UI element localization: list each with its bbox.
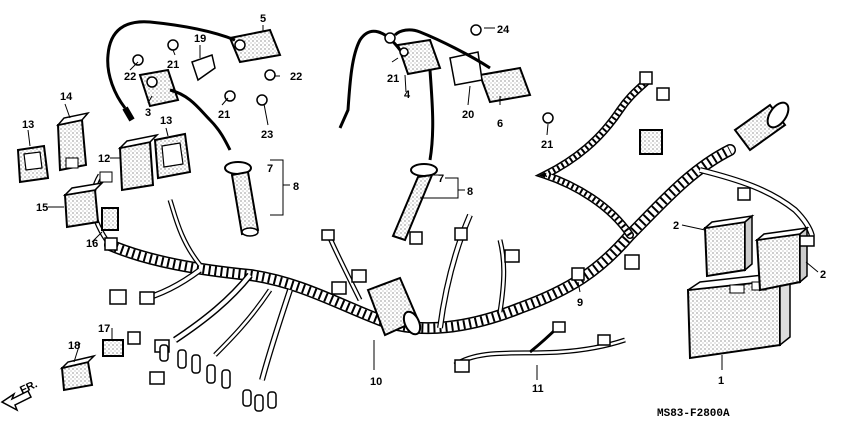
front-direction-label: FR.	[18, 378, 39, 396]
callout-17: 17	[98, 323, 110, 335]
socket-13-left	[16, 144, 50, 184]
callout-8: 8	[467, 186, 473, 198]
callout-3: 3	[145, 107, 151, 119]
bolt-fasteners	[132, 24, 554, 124]
callout-24: 24	[497, 24, 510, 36]
center-connector-body	[321, 227, 585, 337]
callout-7: 7	[267, 163, 273, 175]
sub-harness-connector	[454, 359, 470, 373]
callout-12: 12	[98, 153, 110, 165]
callout-16: 16	[86, 238, 98, 250]
callout-10: 10	[370, 376, 382, 388]
front-direction-arrow: FR.	[0, 378, 39, 412]
callout-4: 4	[404, 89, 411, 101]
callout-20: 20	[462, 109, 474, 121]
callout-6: 6	[497, 118, 503, 130]
ignition-coil-left	[138, 68, 232, 151]
callout-13: 13	[160, 115, 172, 127]
ecu-unit	[686, 270, 793, 360]
leader-lines	[27, 25, 819, 380]
main-connector-top-right	[624, 71, 815, 270]
callout-21: 21	[218, 109, 230, 121]
relay-14	[55, 111, 91, 172]
callout-2: 2	[673, 220, 679, 232]
callout-9: 9	[577, 297, 583, 309]
callout-7: 7	[438, 173, 444, 185]
callout-5: 5	[260, 13, 266, 25]
ignition-coil-4	[396, 38, 442, 76]
sub-wire-harness	[453, 321, 626, 373]
bracket-19	[191, 54, 216, 82]
spark-plug-lead-left	[106, 20, 236, 122]
ignition-coil-6	[449, 51, 532, 104]
diagram-code: MS83-F2800A	[657, 408, 730, 420]
callout-8: 8	[293, 181, 299, 193]
left-small-connectors	[109, 289, 170, 385]
callout-21: 21	[541, 139, 553, 151]
plug-cap-right	[391, 163, 438, 242]
callout-21: 21	[167, 59, 179, 71]
ignition-coil-5	[228, 28, 282, 64]
callout-22: 22	[124, 71, 136, 83]
socket-13-right	[153, 132, 192, 180]
callout-13: 13	[22, 119, 34, 131]
plug-cap-left	[224, 161, 260, 237]
connector-17	[102, 331, 141, 357]
relay-module-upper	[702, 214, 755, 278]
callout-14: 14	[60, 91, 73, 103]
callout-2: 2	[820, 269, 826, 281]
relay-12	[99, 133, 160, 192]
connector-18	[59, 354, 97, 392]
callout-18: 18	[68, 340, 80, 352]
bullet-terminals	[159, 344, 277, 412]
callout-1: 1	[718, 375, 724, 387]
callout-19: 19	[194, 33, 206, 45]
callout-11: 11	[532, 383, 544, 395]
callout-15: 15	[36, 202, 48, 214]
main-wire-harness	[90, 76, 815, 381]
small-connector-9	[571, 267, 585, 281]
callout-23: 23	[261, 129, 273, 141]
relay-15	[62, 181, 105, 229]
callout-21: 21	[387, 73, 399, 85]
connector-16	[101, 207, 119, 251]
callout-22: 22	[290, 71, 302, 83]
